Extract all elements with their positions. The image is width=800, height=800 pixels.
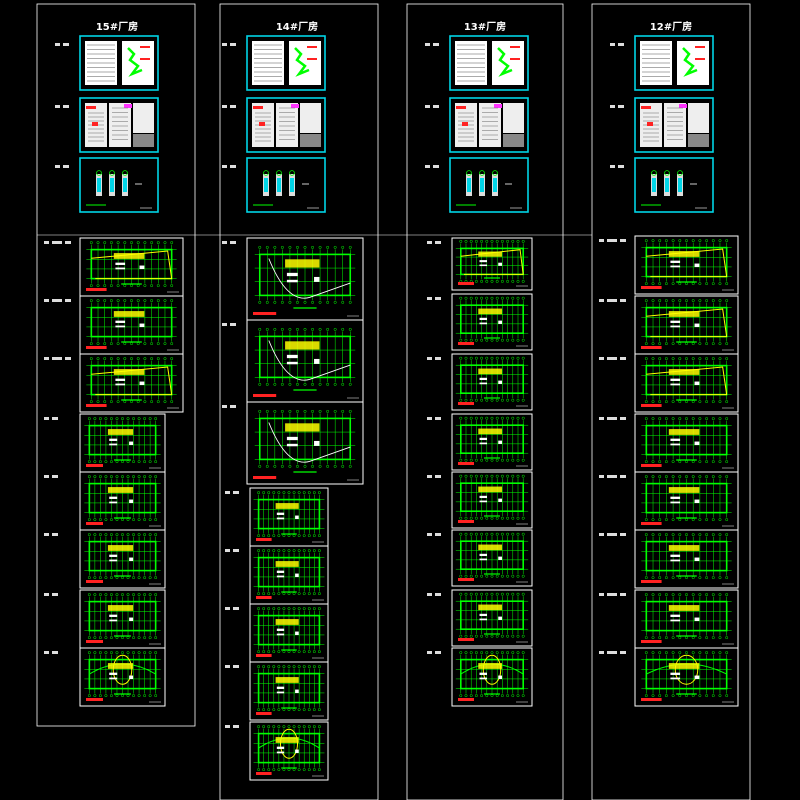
floor-plan-sheet[interactable] xyxy=(634,413,739,473)
sheet-label xyxy=(44,299,71,302)
floor-plan-sheet[interactable] xyxy=(79,295,184,355)
sheet-label xyxy=(222,105,236,108)
sheet-label xyxy=(222,165,236,168)
cover-sheet[interactable] xyxy=(79,97,159,153)
floor-plan-sheet[interactable] xyxy=(451,237,533,291)
sheet-label xyxy=(222,241,236,244)
cover-sheet[interactable] xyxy=(634,97,714,153)
column-title: 14#厂房 xyxy=(276,20,318,33)
column-title: 15#厂房 xyxy=(96,20,138,33)
column-title: 12#厂房 xyxy=(650,20,692,33)
sheet-label xyxy=(44,417,58,420)
floor-plan-sheet[interactable] xyxy=(79,237,184,297)
column-frame xyxy=(36,3,196,727)
sheet-label xyxy=(427,533,441,536)
sheet-label xyxy=(610,165,624,168)
floor-plan-sheet[interactable] xyxy=(79,647,166,707)
floor-plan-sheet[interactable] xyxy=(451,529,533,587)
floor-plan-sheet[interactable] xyxy=(634,647,739,707)
sheet-label xyxy=(225,607,239,610)
floor-plan-sheet[interactable] xyxy=(634,295,739,355)
floor-plan-sheet[interactable] xyxy=(249,487,329,547)
sheet-label xyxy=(425,43,439,46)
floor-plan-sheet[interactable] xyxy=(249,661,329,721)
sheet-label xyxy=(44,241,71,244)
sheet-label xyxy=(427,241,441,244)
sheet-label xyxy=(55,43,69,46)
cover-sheet[interactable] xyxy=(634,35,714,91)
sheet-label xyxy=(222,43,236,46)
sheet-label xyxy=(225,549,239,552)
floor-plan-sheet[interactable] xyxy=(634,589,739,649)
floor-plan-sheet[interactable] xyxy=(634,235,739,295)
column-frame xyxy=(591,3,751,800)
sheet-label xyxy=(427,357,441,360)
sheet-label xyxy=(610,43,624,46)
sheet-label xyxy=(225,665,239,668)
cover-sheet[interactable] xyxy=(79,35,159,91)
cover-sheet[interactable] xyxy=(634,157,714,213)
sheet-label xyxy=(44,593,58,596)
floor-plan-sheet[interactable] xyxy=(249,545,329,605)
sheet-label xyxy=(599,475,626,478)
sheet-label xyxy=(599,357,626,360)
sheet-label xyxy=(427,417,441,420)
sheet-label xyxy=(427,475,441,478)
floor-plan-sheet[interactable] xyxy=(451,353,533,411)
floor-plan-sheet[interactable] xyxy=(246,237,364,321)
sheet-label xyxy=(610,105,624,108)
cover-sheet[interactable] xyxy=(449,97,529,153)
floor-plan-sheet[interactable] xyxy=(246,401,364,485)
cover-sheet[interactable] xyxy=(246,35,326,91)
cover-sheet[interactable] xyxy=(246,97,326,153)
sheet-label xyxy=(225,725,239,728)
sheet-label xyxy=(225,491,239,494)
sheet-label xyxy=(427,593,441,596)
cover-sheet[interactable] xyxy=(79,157,159,213)
sheet-label xyxy=(599,417,626,420)
floor-plan-sheet[interactable] xyxy=(451,589,533,647)
sheet-label xyxy=(599,299,626,302)
floor-plan-sheet[interactable] xyxy=(249,721,329,781)
cover-sheet[interactable] xyxy=(449,157,529,213)
cover-sheet[interactable] xyxy=(246,157,326,213)
sheet-label xyxy=(44,357,71,360)
sheet-label xyxy=(222,323,236,326)
column-title: 13#厂房 xyxy=(464,20,506,33)
sheet-label xyxy=(599,533,626,536)
column-frame xyxy=(219,3,379,800)
sheet-label xyxy=(427,651,441,654)
sheet-label xyxy=(425,165,439,168)
sheet-label xyxy=(599,239,626,242)
floor-plan-sheet[interactable] xyxy=(79,353,184,413)
floor-plan-sheet[interactable] xyxy=(246,319,364,403)
floor-plan-sheet[interactable] xyxy=(451,647,533,707)
floor-plan-sheet[interactable] xyxy=(79,589,166,649)
sheet-label xyxy=(427,297,441,300)
sheet-label xyxy=(599,651,626,654)
sheet-label xyxy=(222,405,236,408)
floor-plan-sheet[interactable] xyxy=(249,603,329,663)
cover-sheet[interactable] xyxy=(449,35,529,91)
sheet-label xyxy=(55,165,69,168)
floor-plan-sheet[interactable] xyxy=(451,293,533,351)
sheet-label xyxy=(44,651,58,654)
floor-plan-sheet[interactable] xyxy=(451,471,533,529)
floor-plan-sheet[interactable] xyxy=(634,529,739,589)
floor-plan-sheet[interactable] xyxy=(79,529,166,589)
floor-plan-sheet[interactable] xyxy=(634,353,739,413)
floor-plan-sheet[interactable] xyxy=(634,471,739,531)
sheet-label xyxy=(599,593,626,596)
sheet-label xyxy=(55,105,69,108)
floor-plan-sheet[interactable] xyxy=(79,413,166,473)
sheet-label xyxy=(44,533,58,536)
sheet-label xyxy=(425,105,439,108)
floor-plan-sheet[interactable] xyxy=(79,471,166,531)
column-frame xyxy=(406,3,564,800)
floor-plan-sheet[interactable] xyxy=(451,413,533,471)
sheet-label xyxy=(44,475,58,478)
